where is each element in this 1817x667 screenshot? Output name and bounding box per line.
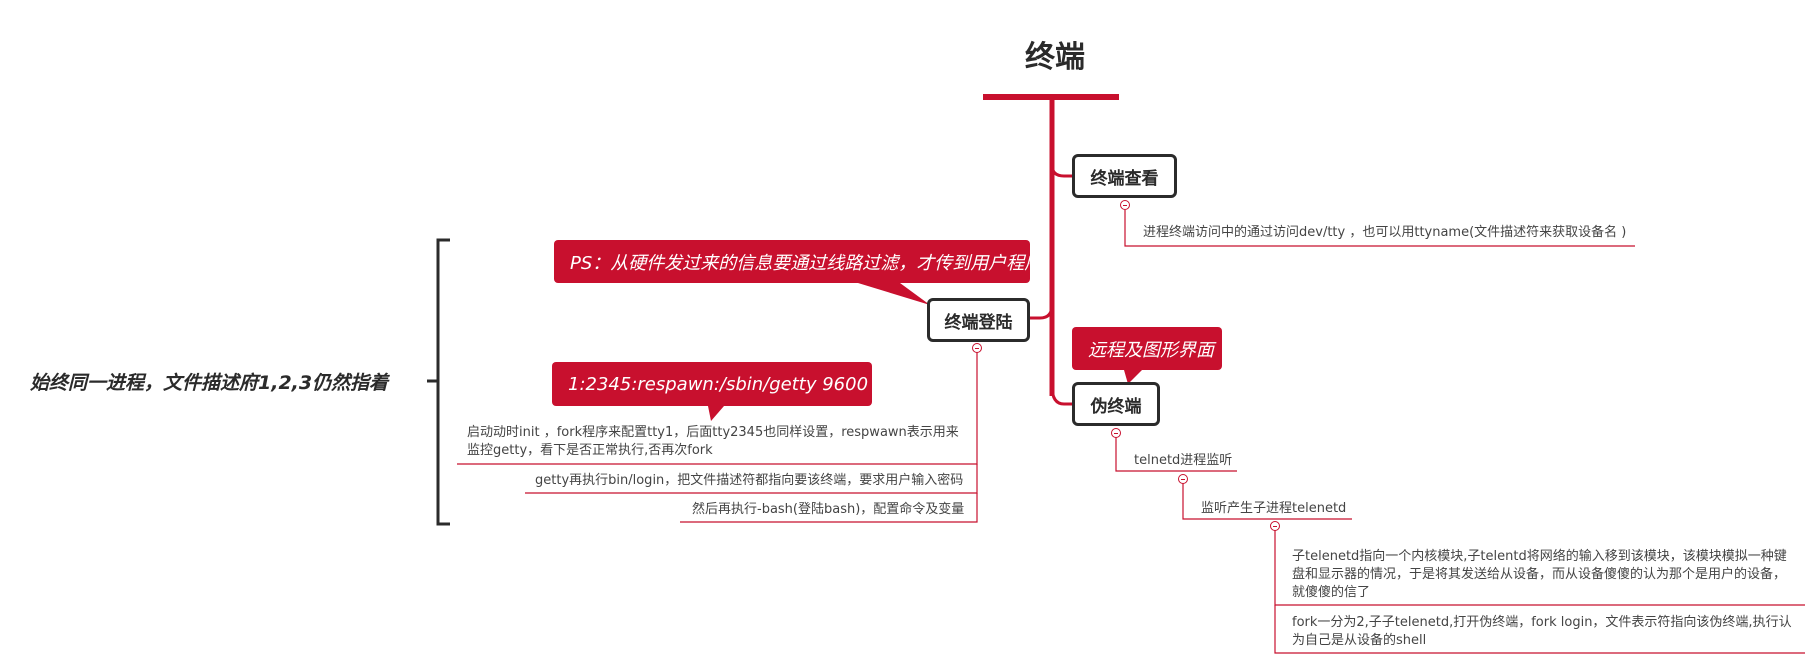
link-pseudo-terminal — [1050, 385, 1072, 406]
note-pty-1: telnetd进程监听 — [1134, 453, 1233, 468]
note-pty-3: 子telenetd指向一个内核模块,子telentd将网络的输入移到该模块，该模… — [1292, 549, 1787, 600]
note-pty-4: fork一分为2,子子telenetd,打开伪终端，fork login，文件表… — [1292, 615, 1792, 648]
summary-bracket — [436, 238, 450, 526]
topic-pseudo-terminal[interactable]: 伪终端 — [1072, 382, 1160, 426]
callout-getty[interactable]: 1:2345:respawn:/sbin/getty 9600 tty1 — [552, 362, 910, 406]
link-terminal-login — [1030, 304, 1054, 320]
root-underline — [983, 94, 1119, 100]
collapse-terminal-login-icon[interactable] — [972, 343, 982, 353]
topic-terminal-view[interactable]: 终端查看 — [1072, 154, 1177, 198]
callout-ps-pointer — [858, 283, 930, 305]
collapse-terminal-view-icon[interactable] — [1120, 200, 1130, 210]
collapse-pseudo-terminal-icon[interactable] — [1111, 428, 1121, 438]
note-login-3: 然后再执行-bash(登陆bash)，配置命令及变量 — [692, 502, 965, 517]
link-login-note-3 — [680, 493, 978, 523]
link-pty-1 — [1115, 437, 1237, 472]
collapse-pty-1-icon[interactable] — [1178, 474, 1188, 484]
root-topic[interactable]: 终端 — [1025, 40, 1085, 75]
topic-terminal-login[interactable]: 终端登陆 — [927, 298, 1030, 342]
link-terminal-view — [1050, 164, 1072, 178]
note-login-2: getty再执行bin/login，把文件描述符都指向要该终端，要求用户输入密码 — [535, 473, 964, 488]
link-pty-4 — [1274, 605, 1805, 654]
callout-remote[interactable]: 远程及图形界面 — [1072, 327, 1222, 370]
collapse-pty-2-icon[interactable] — [1270, 521, 1280, 531]
note-view: 进程终端访问中的通过访问dev/tty ，也可以用ttyname(文件描述符来获… — [1143, 225, 1627, 240]
summary-label[interactable]: 始终同一进程，文件描述府1,2,3仍然指着 — [30, 372, 389, 394]
callout-remote-pointer — [1124, 370, 1142, 384]
note-login-1: 启动动时init ，fork程序来配置tty1，后面tty2345也同样设置，r… — [467, 425, 959, 458]
note-pty-2: 监听产生子进程telenetd — [1201, 501, 1347, 516]
callout-getty-pointer — [708, 406, 724, 421]
link-view-note — [1124, 210, 1635, 247]
callout-ps[interactable]: PS：从硬件发过来的信息要通过线路过滤，才传到用户程序 — [554, 240, 1042, 283]
link-pty-2 — [1182, 482, 1352, 520]
